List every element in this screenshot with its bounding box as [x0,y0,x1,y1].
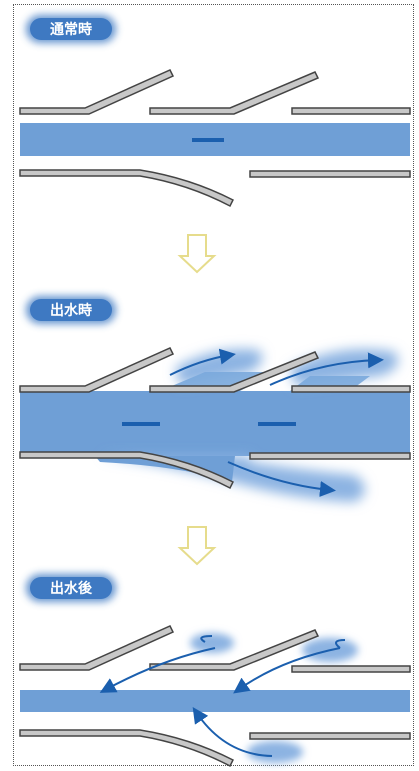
stage-after-flood: 出水後 [20,574,410,766]
lower-levee-left [20,730,233,766]
stage-flood: 出水時 [20,296,410,502]
stage-label: 出水時 [50,302,92,319]
stage-label: 出水後 [50,580,93,597]
down-arrow-icon [180,527,214,564]
stage-badge: 通常時 [26,15,116,43]
lower-levee-right [250,171,410,177]
lower-levee-right [250,453,410,459]
stage-badge: 出水後 [26,574,116,602]
stage-normal: 通常時 [20,15,410,206]
lower-levee-left [20,170,233,206]
lower-levee-right [250,733,410,739]
stage-badge: 出水時 [26,296,116,324]
upper-levee-middle [150,630,318,670]
down-arrow-icon [180,235,214,272]
stage-label: 通常時 [50,21,92,38]
water-channel [20,690,410,712]
upper-levee-right [292,386,410,392]
upper-levee-right [292,666,410,672]
upper-levee-right [292,108,410,114]
